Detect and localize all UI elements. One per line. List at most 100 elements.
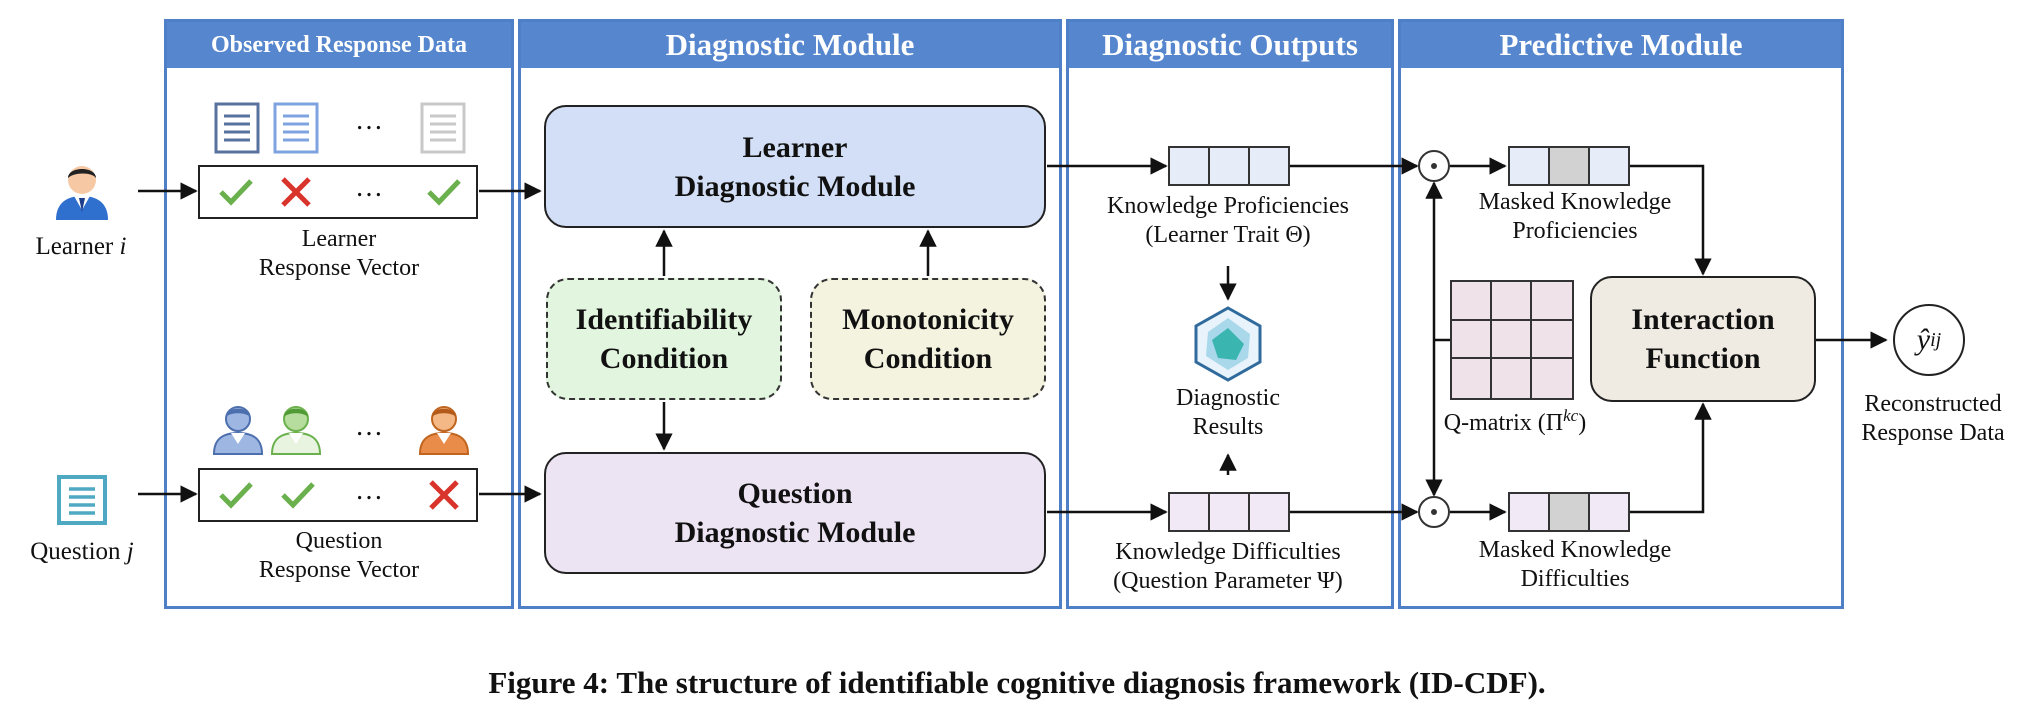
- module-line: Learner: [742, 130, 848, 164]
- vector-cell: [1510, 148, 1550, 184]
- label-line: Learner: [301, 226, 377, 252]
- interaction-function: Interaction Function: [1590, 276, 1816, 402]
- operator-dot: [1431, 509, 1437, 515]
- vector-cell: [1250, 148, 1288, 184]
- question-response-vector-label: Question Response Vector: [214, 527, 464, 586]
- matrix-cell: [1532, 282, 1572, 321]
- masked-proficiencies-label: Masked Knowledge Proficiencies: [1445, 188, 1705, 247]
- masked-proficiency-vector: [1508, 146, 1630, 186]
- condition-line: Monotonicity: [842, 303, 1014, 336]
- q-matrix-label: Q-matrix (Πkc): [1430, 406, 1600, 438]
- ellipsis: …: [355, 172, 383, 203]
- learner-person-icon: [56, 166, 108, 220]
- check-icon: [219, 482, 253, 509]
- vector-cell: [1170, 148, 1210, 184]
- vector-cell: [1210, 494, 1250, 530]
- label-line: Reconstructed: [1864, 391, 2002, 417]
- vector-cell: [1550, 148, 1590, 184]
- matrix-cell: [1452, 320, 1492, 360]
- vector-cell: [1510, 494, 1550, 530]
- matrix-cell: [1492, 359, 1532, 398]
- module-line: Question: [737, 477, 853, 510]
- condition-line: Condition: [863, 342, 993, 375]
- question-label-text: Question: [30, 538, 121, 565]
- masked-difficulties-label: Masked Knowledge Difficulties: [1445, 536, 1705, 595]
- knowledge-difficulty-vector: [1168, 492, 1290, 532]
- matrix-cell: [1452, 282, 1492, 321]
- operator-dot: [1431, 163, 1437, 169]
- condition-line: Identifiability: [575, 303, 753, 336]
- ellipsis: …: [355, 475, 383, 506]
- identifiability-condition: Identifiability Condition: [546, 278, 782, 400]
- module-line: Diagnostic Module: [674, 516, 916, 549]
- check-icon: [427, 179, 461, 206]
- question-document-icon: [57, 475, 107, 525]
- matrix-cell: [1492, 320, 1532, 360]
- learner-label-text: Learner: [35, 233, 114, 260]
- ellipsis: …: [355, 105, 383, 136]
- question-index: j: [126, 538, 134, 565]
- label-line: Question: [295, 528, 383, 554]
- matrix-cell: [1452, 359, 1492, 398]
- ellipsis: …: [355, 411, 383, 442]
- check-icon: [281, 482, 315, 509]
- elementwise-product-operator: [1418, 150, 1450, 182]
- label-line: Diagnostic: [1176, 385, 1280, 411]
- module-line: Diagnostic Module: [674, 169, 916, 203]
- module-line: Function: [1645, 342, 1761, 375]
- cross-icon: [429, 480, 459, 510]
- vector-cell: [1170, 494, 1210, 530]
- label-line: Masked Knowledge: [1478, 189, 1672, 215]
- question-label: Question j: [10, 537, 154, 568]
- learner-response-vector-label: Learner Response Vector: [214, 225, 464, 284]
- elementwise-product-operator: [1418, 496, 1450, 528]
- check-icon: [219, 179, 253, 206]
- diagnostic-results-label: Diagnostic Results: [1128, 384, 1328, 443]
- label-line: (Learner Trait Θ): [1145, 222, 1311, 249]
- document-icon: [420, 102, 466, 154]
- label-line: Response Data: [1861, 420, 2005, 447]
- q-matrix: [1450, 280, 1574, 400]
- vector-cell: [1590, 494, 1628, 530]
- label-line: Response Vector: [258, 557, 420, 584]
- predictive-module-header: Predictive Module: [1401, 22, 1841, 68]
- label-line: Results: [1192, 414, 1264, 441]
- label-line: (Question Parameter Ψ): [1113, 568, 1343, 595]
- q-matrix-prefix: Q-matrix (Π: [1443, 410, 1564, 436]
- label-line: Response Vector: [258, 255, 420, 282]
- observed-response-header: Observed Response Data: [167, 22, 511, 68]
- learner-diagnostic-module: Learner Diagnostic Module: [544, 105, 1046, 228]
- reconstructed-response-label: Reconstructed Response Data: [1838, 390, 2028, 449]
- learner-index: i: [119, 233, 127, 260]
- diagnostic-outputs-panel: Diagnostic Outputs: [1066, 19, 1394, 609]
- label-line: Difficulties: [1520, 566, 1630, 593]
- matrix-cell: [1492, 282, 1532, 321]
- q-matrix-superscript: kc: [1563, 406, 1579, 425]
- matrix-cell: [1532, 359, 1572, 398]
- figure-caption: Figure 4: The structure of identifiable …: [488, 665, 1546, 700]
- condition-line: Condition: [599, 342, 729, 375]
- monotonicity-condition: Monotonicity Condition: [810, 278, 1046, 400]
- radar-chart-icon: [1194, 306, 1262, 382]
- y-hat-symbol: ŷ: [1916, 323, 1931, 356]
- cross-icon: [281, 177, 311, 207]
- vector-cell: [1250, 494, 1288, 530]
- masked-difficulty-vector: [1508, 492, 1630, 532]
- label-line: Proficiencies: [1512, 218, 1638, 245]
- learner-label: Learner i: [16, 232, 146, 263]
- module-line: Interaction: [1631, 303, 1775, 336]
- question-response-vector: [198, 468, 478, 522]
- document-icon: [214, 102, 260, 154]
- question-diagnostic-module: Question Diagnostic Module: [544, 452, 1046, 574]
- label-line: Masked Knowledge: [1478, 537, 1672, 563]
- matrix-cell: [1532, 321, 1572, 360]
- knowledge-proficiency-vector: [1168, 146, 1290, 186]
- label-line: Knowledge Difficulties: [1115, 539, 1341, 565]
- label-line: Knowledge Proficiencies: [1107, 193, 1349, 219]
- diagnostic-module-header: Diagnostic Module: [521, 22, 1059, 68]
- person-icon: [212, 406, 264, 455]
- person-icon: [270, 406, 322, 455]
- person-icon: [418, 406, 470, 455]
- y-hat-subscript: ij: [1930, 328, 1942, 351]
